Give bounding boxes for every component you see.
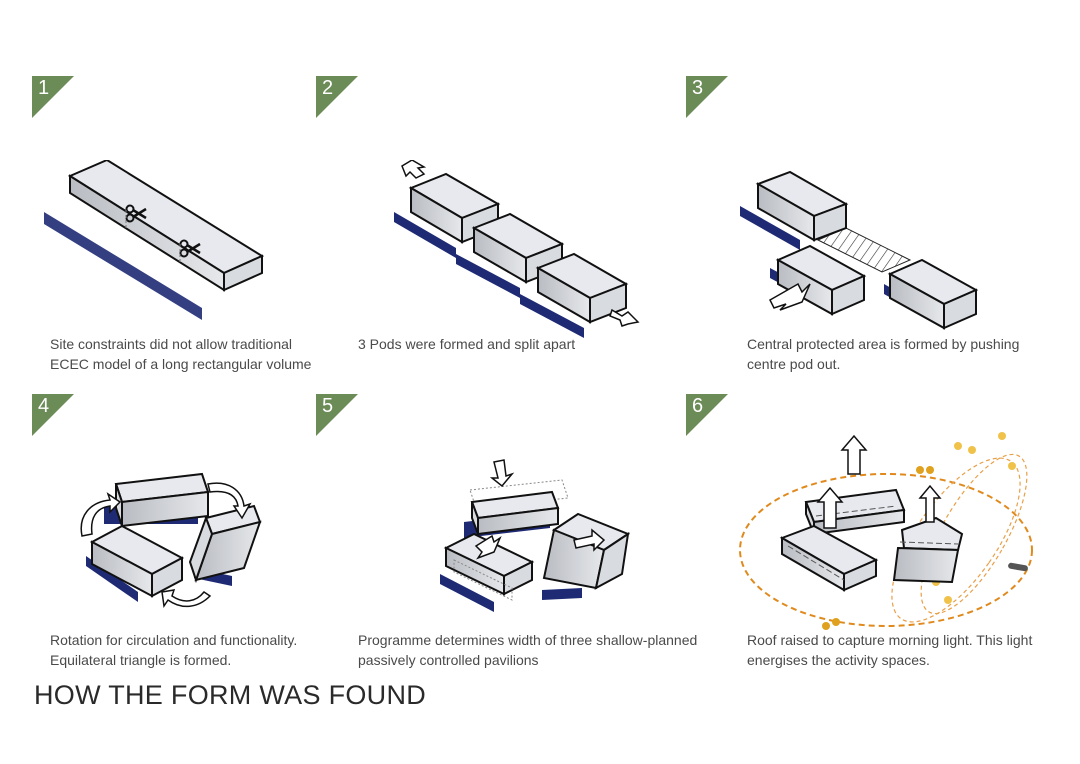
diagram-rotation bbox=[80, 472, 262, 609]
page-title: HOW THE FORM WAS FOUND bbox=[34, 680, 427, 710]
step-panel-1: 1 Site constraints did not allow traditi… bbox=[32, 76, 372, 376]
step-panel-6: 6 bbox=[686, 394, 1033, 694]
step-badge-3: 3 bbox=[686, 76, 730, 120]
step-badge-1: 1 bbox=[32, 76, 76, 120]
step-number: 3 bbox=[692, 77, 704, 99]
step-badge-2: 2 bbox=[316, 76, 360, 120]
arrow-icon bbox=[474, 459, 606, 560]
arrow-icon bbox=[816, 434, 942, 529]
arrow-icon bbox=[609, 308, 640, 327]
rotation-arrow-icon bbox=[80, 482, 252, 609]
step-caption: Roof raised to capture morning light. Th… bbox=[747, 632, 1033, 668]
sun-path-icon bbox=[739, 432, 1033, 630]
step-panel-3: 3 Central protected area is formed by pu… bbox=[686, 76, 1026, 376]
step-number: 1 bbox=[38, 77, 50, 99]
arrow-icon bbox=[401, 160, 427, 179]
diagram-programme-width bbox=[440, 459, 631, 612]
step-badge-6: 6 bbox=[686, 394, 730, 438]
step-badge-4: 4 bbox=[32, 394, 76, 438]
step-badge-5: 5 bbox=[316, 394, 360, 438]
step-caption: Rotation for circulation and functionali… bbox=[50, 632, 298, 668]
diagram-three-pods-split bbox=[394, 160, 640, 338]
step-number: 2 bbox=[322, 77, 334, 99]
diagram-roof-raised bbox=[739, 432, 1033, 630]
diagram-central-area bbox=[740, 170, 979, 330]
step-caption: Programme determines width of three shal… bbox=[358, 632, 698, 668]
step-caption: Site constraints did not allow tradition… bbox=[50, 336, 312, 372]
step-panel-4: 4 Rotation for circulation and functiona… bbox=[32, 394, 372, 694]
step-caption: Central protected area is formed by push… bbox=[747, 336, 1020, 372]
arrow-icon bbox=[769, 282, 811, 311]
step-panel-2: 2 3 Pods were formed and split apart bbox=[316, 76, 656, 376]
step-caption: 3 Pods were formed and split apart bbox=[358, 336, 576, 352]
step-number: 4 bbox=[38, 395, 50, 417]
step-number: 5 bbox=[322, 395, 334, 417]
diagram-long-volume bbox=[44, 160, 265, 320]
step-panel-5: 5 Programme determines width of three sh… bbox=[316, 394, 697, 694]
step-number: 6 bbox=[692, 395, 704, 417]
